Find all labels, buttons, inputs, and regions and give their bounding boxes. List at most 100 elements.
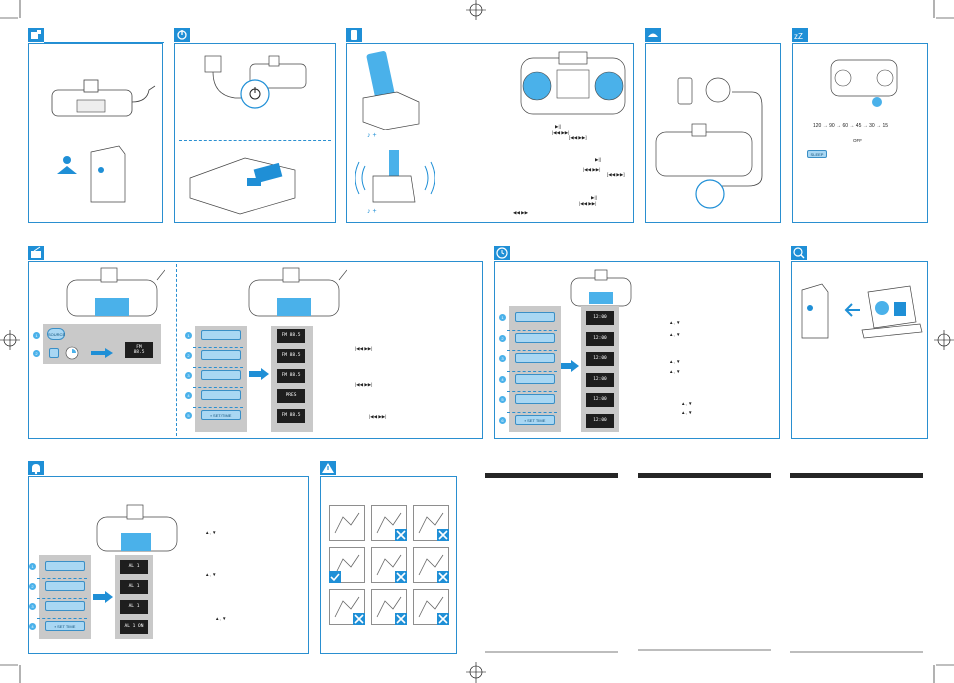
step-number: 4	[499, 375, 506, 383]
step-number: 4	[185, 392, 192, 399]
skip-symbol: ◀◀ ▶▶	[513, 210, 529, 215]
step-display: FM 88.5	[277, 369, 305, 383]
prev-next-symbol: |◀◀ ▶▶|	[552, 130, 570, 135]
arrow-icon	[249, 368, 269, 380]
updown-6: ▲, ▼	[681, 410, 693, 415]
updown-1: ▲, ▼	[669, 320, 681, 325]
step-divider	[37, 578, 87, 579]
updown-alarm-3: ▲, ▼	[215, 616, 227, 621]
safety-pictogram	[413, 505, 449, 541]
step-number: 5	[185, 412, 192, 419]
radio-display: FM 88.5	[125, 342, 153, 358]
control-button[interactable]: ▪ SET TIME	[45, 621, 85, 631]
step-divider	[37, 598, 87, 599]
column-footer-rule	[638, 649, 771, 651]
user-manual-icon	[57, 156, 77, 174]
radio-icon	[31, 246, 41, 258]
updown-3: ▲, ▼	[669, 359, 681, 364]
quick-start-booklet	[90, 145, 126, 203]
step-display: 12:00	[586, 413, 614, 428]
svg-text:zZ: zZ	[794, 32, 803, 41]
step-display: AL 1 ON	[120, 620, 148, 634]
safety-pictogram	[371, 547, 407, 583]
safety-pictogram	[413, 589, 449, 625]
safety-pictogram	[413, 547, 449, 583]
column-header-bar	[790, 473, 923, 478]
step-number: 3	[185, 372, 192, 379]
step-number: 3	[29, 603, 36, 610]
step-number: 2	[499, 334, 506, 342]
step-divider	[193, 367, 243, 368]
clock-step-displays	[581, 306, 619, 432]
safety-pictogram	[329, 505, 365, 541]
globe-search-icon	[793, 247, 805, 259]
skip-symbol-radio-2: |◀◀ ▶▶|	[355, 382, 373, 387]
updown-alarm-1: ▲, ▼	[205, 530, 217, 535]
step-display: AL 1	[120, 600, 148, 614]
control-button[interactable]	[515, 373, 555, 384]
divider	[176, 264, 177, 436]
dock-phone-bluetooth-illustration	[355, 150, 435, 203]
panel-audio-in	[645, 28, 781, 223]
step-display: 12:00	[586, 393, 614, 407]
prev-next-bracket-symbol: [◀◀ ▶▶]	[569, 135, 587, 140]
control-button[interactable]	[515, 394, 555, 404]
source-select-button[interactable]	[49, 348, 59, 358]
sleep-button[interactable]: SLEEP	[807, 150, 827, 158]
step-divider	[507, 411, 557, 413]
control-button[interactable]	[201, 370, 241, 380]
clock-step-controls	[509, 306, 561, 432]
panel-header	[494, 246, 510, 260]
step-divider	[507, 391, 557, 392]
updown-5: ▲, ▼	[681, 401, 693, 406]
control-button[interactable]	[201, 390, 241, 400]
column-footer-rule	[790, 651, 923, 653]
control-button[interactable]	[515, 332, 555, 343]
panel-support	[791, 246, 928, 439]
control-button[interactable]: ▪ SET TIME	[515, 414, 555, 425]
play-pause-symbol-3: ▶||	[591, 195, 597, 200]
step-number: 5	[499, 396, 506, 403]
panel-header: zZ	[792, 28, 808, 42]
arrow-icon	[93, 591, 113, 603]
column-header-bar	[638, 473, 771, 478]
step-number: 4	[29, 623, 36, 630]
control-button[interactable]	[201, 330, 241, 340]
control-button[interactable]	[45, 581, 85, 591]
warning-icon	[322, 463, 334, 473]
unit-front-view	[520, 51, 626, 115]
panel-header-bar	[44, 42, 164, 43]
step-display: FM 88.5	[277, 349, 305, 363]
control-button[interactable]	[515, 353, 555, 363]
panel-box-contents	[28, 28, 164, 223]
control-button[interactable]	[201, 350, 241, 360]
divider	[179, 140, 331, 141]
control-button[interactable]: ▪ SET/TIME	[201, 410, 241, 420]
step-divider	[507, 350, 557, 351]
step-display: FM 88.5	[277, 329, 305, 343]
step-display: 12:00	[586, 352, 614, 366]
step-number: 2	[185, 352, 192, 359]
step-divider	[507, 329, 557, 331]
prev-next-symbol-2: |◀◀ ▶▶|	[583, 167, 601, 172]
step-divider	[193, 407, 243, 408]
panel-header	[28, 246, 44, 260]
unit-illustration	[96, 504, 178, 552]
panel-dock-play: ♪ + ♪ + ▶|| |◀◀ ▶▶| [◀◀ ▶▶] ▶|| |◀◀ ▶▶| …	[346, 28, 634, 223]
control-button[interactable]	[515, 312, 555, 322]
step-number: 1	[33, 332, 40, 339]
column-footer-rule	[485, 651, 618, 653]
control-button[interactable]	[45, 561, 85, 571]
sleep-sequence: 120 → 90 → 60 → 45 → 30 → 15	[813, 123, 889, 129]
control-button[interactable]	[45, 601, 85, 611]
bell-icon	[32, 464, 40, 475]
aux-connection-illustration	[655, 77, 763, 209]
battery-install-illustration	[189, 157, 296, 215]
step-display: AL 1	[120, 580, 148, 594]
updown-alarm-2: ▲, ▼	[205, 572, 217, 577]
aux-icon	[648, 33, 658, 37]
source-button[interactable]: SOURCE	[47, 328, 65, 340]
updown-2: ▲, ▼	[669, 332, 681, 337]
step-display: FM 88.5	[277, 409, 305, 423]
support-illustration	[801, 283, 923, 339]
